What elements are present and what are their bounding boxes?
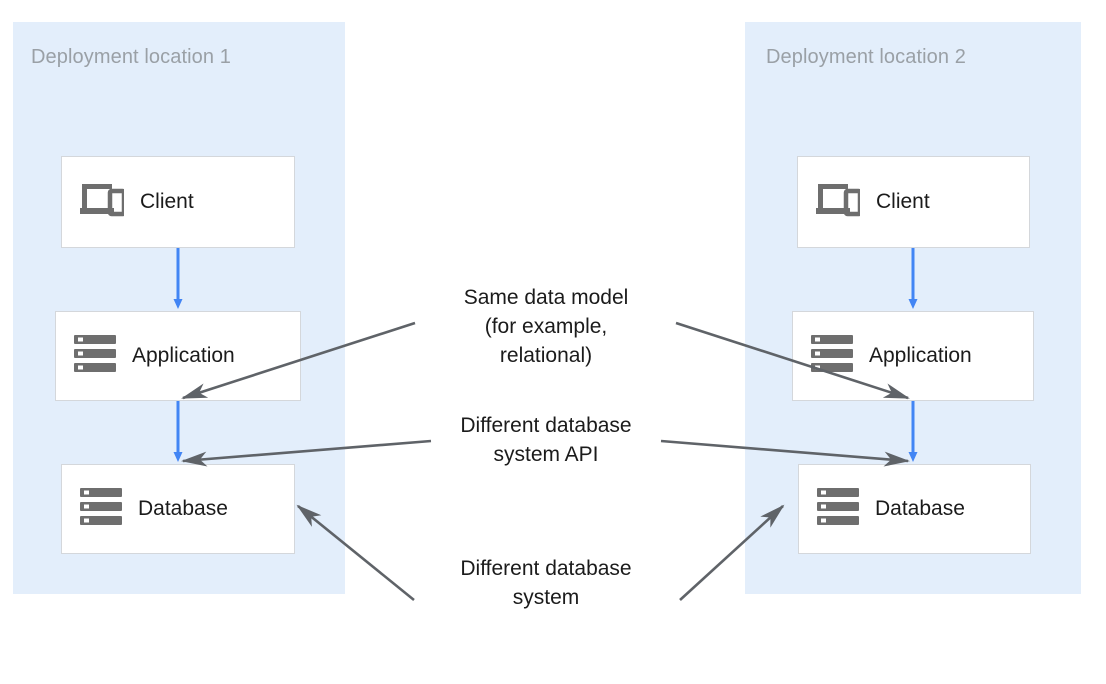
- node-database-2[interactable]: Database: [798, 464, 1031, 554]
- node-application-2-label: Application: [869, 344, 972, 367]
- server-stack-icon: [80, 487, 122, 532]
- node-database-1[interactable]: Database: [61, 464, 295, 554]
- annotation-same-data-model: Same data model (for example, relational…: [463, 286, 629, 367]
- node-application-2[interactable]: Application: [792, 311, 1034, 401]
- zone-1-title: Deployment location 1: [31, 46, 231, 68]
- node-database-2-label: Database: [875, 497, 965, 520]
- devices-icon: [816, 182, 863, 223]
- server-stack-icon: [74, 334, 116, 379]
- server-stack-icon: [817, 487, 859, 532]
- annotation-different-database-system: Different database system: [460, 557, 632, 609]
- zone-2-title: Deployment location 2: [766, 46, 966, 68]
- node-application-1-label: Application: [132, 344, 235, 367]
- node-application-1[interactable]: Application: [55, 311, 301, 401]
- devices-icon: [80, 182, 127, 223]
- node-client-2[interactable]: Client: [797, 156, 1030, 248]
- node-client-1[interactable]: Client: [61, 156, 295, 248]
- node-client-1-label: Client: [140, 190, 194, 213]
- server-stack-icon: [811, 334, 853, 379]
- node-client-2-label: Client: [876, 190, 930, 213]
- annotation-different-database-system-api: Different database system API: [460, 414, 632, 466]
- node-database-1-label: Database: [138, 497, 228, 520]
